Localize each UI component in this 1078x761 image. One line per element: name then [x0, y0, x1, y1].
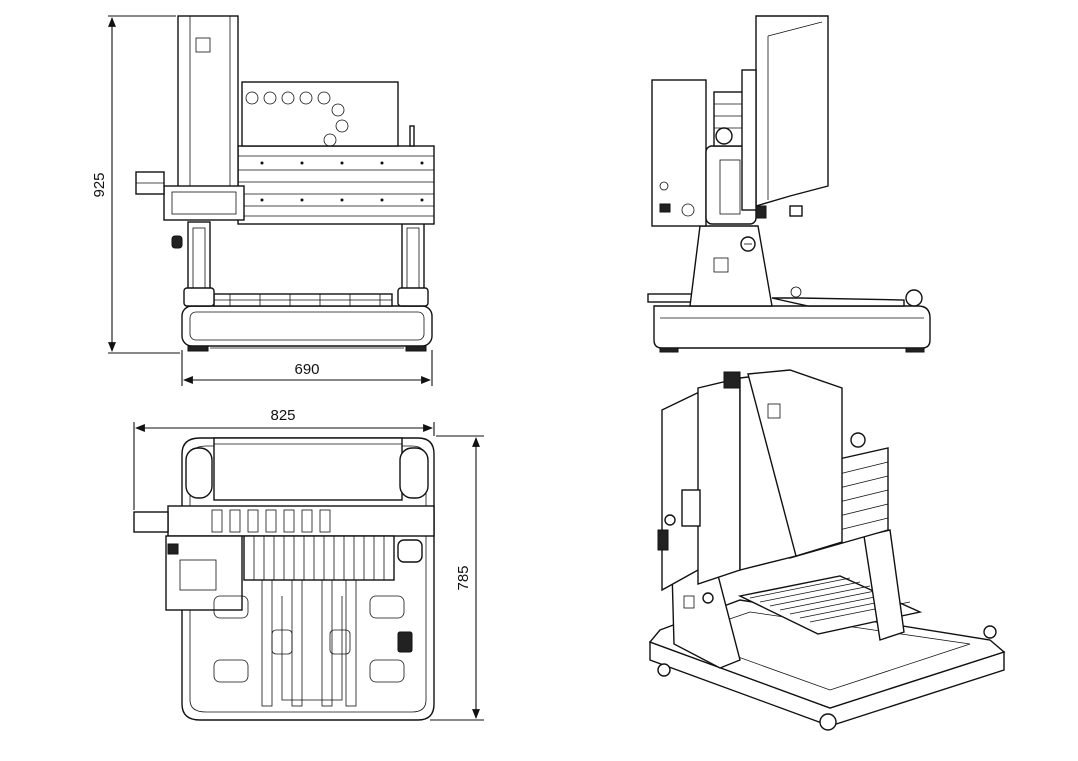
top-width-dimension: 825	[133, 407, 435, 510]
width-front-label: 690	[294, 361, 319, 378]
isometric-view	[648, 369, 1006, 731]
depth-top-label: 785	[455, 565, 472, 590]
top-depth-dimension: 785	[430, 435, 484, 721]
front-width-dimension: 690	[181, 350, 433, 386]
height-front-label: 925	[91, 172, 108, 197]
front-height-dimension: 925	[91, 15, 180, 354]
top-view	[133, 437, 435, 721]
front-view	[135, 15, 435, 352]
width-top-label: 825	[270, 407, 295, 424]
side-view	[647, 15, 931, 353]
